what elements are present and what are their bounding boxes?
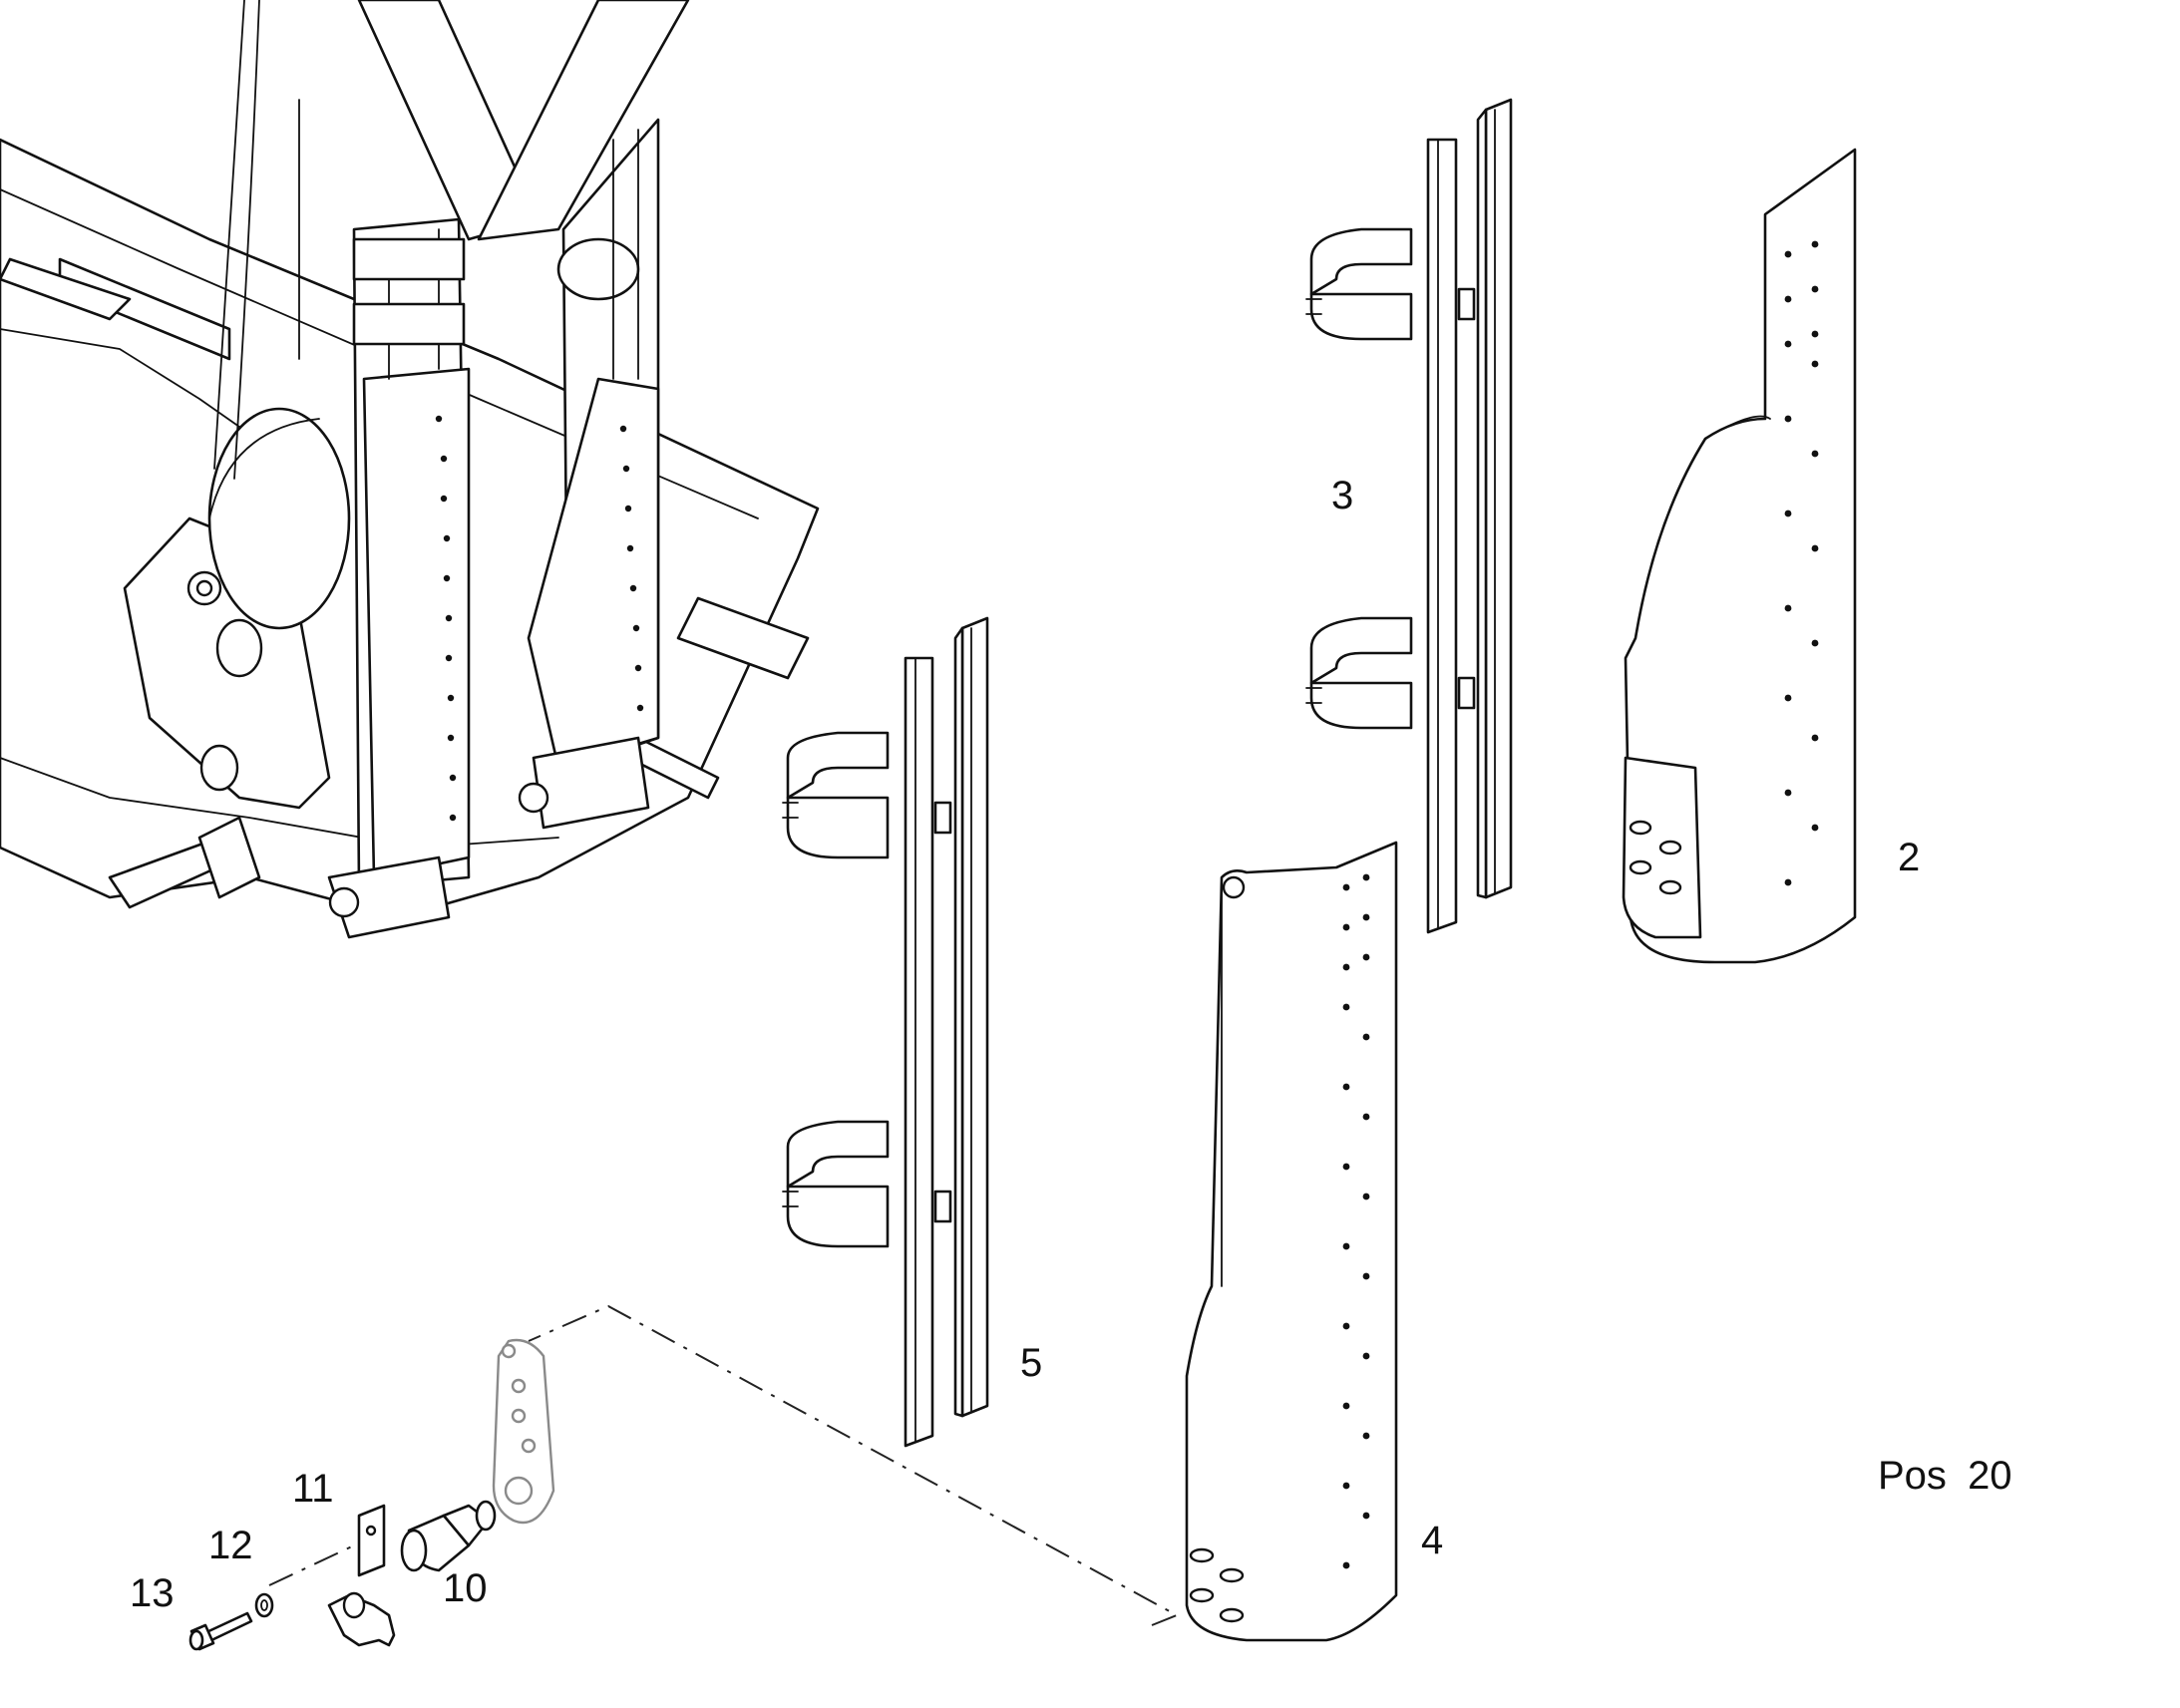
part-11-bracket (327, 1504, 396, 1647)
callout-part-3: 3 (1331, 474, 1354, 517)
part-13-bolt (188, 1611, 253, 1651)
callout-part-12: 12 (208, 1524, 253, 1567)
part-10-pin (400, 1500, 497, 1572)
part-12-washer (254, 1592, 274, 1618)
callout-part-13: 13 (130, 1571, 175, 1615)
position-prefix: Pos (1878, 1454, 1947, 1498)
part-3-rail-assembly (1305, 98, 1513, 934)
callout-part-5: 5 (1020, 1341, 1043, 1385)
assembly-line-small (268, 1544, 355, 1586)
callout-part-2: 2 (1898, 836, 1921, 879)
callout-part-11: 11 (292, 1467, 334, 1511)
part-4-cover-panel (1185, 841, 1398, 1642)
part-5-rail-assembly (782, 616, 989, 1448)
hinge-plate (492, 1338, 555, 1525)
position-label: Pos 20 (1878, 1456, 2012, 1496)
assembly-line (528, 1304, 1180, 1626)
part-2-cover-panel (1622, 148, 1857, 964)
machine-frame-assembly (0, 0, 820, 939)
position-number: 20 (1968, 1454, 2012, 1498)
callout-part-10: 10 (443, 1566, 488, 1610)
callout-part-4: 4 (1421, 1519, 1444, 1562)
